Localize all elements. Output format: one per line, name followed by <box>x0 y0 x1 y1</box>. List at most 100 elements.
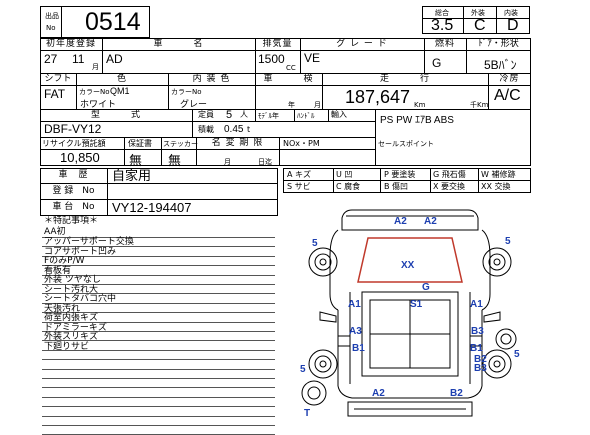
notes-rule-line <box>42 359 275 361</box>
note-item: 外装 ツヤなし <box>44 275 101 285</box>
capacity: 5 <box>226 109 233 121</box>
door-label: ﾄﾞｱ・形状 <box>478 39 519 49</box>
history-label: 車 歴 <box>58 170 89 180</box>
mark-b1-right: B1 <box>470 343 483 354</box>
reg-month-unit: 月 <box>92 63 99 71</box>
recycle: 10,850 <box>60 150 100 165</box>
score-label: 総合 <box>435 9 449 17</box>
interior-label: 内 装 色 <box>192 74 231 84</box>
mark-a2-front-right: A2 <box>424 216 437 227</box>
person-unit: 人 <box>240 110 248 119</box>
legend-xx: XX 交換 <box>481 182 511 191</box>
insp-year-unit: 年 <box>288 101 295 109</box>
disp-label: 排気量 <box>262 39 293 49</box>
legend-u: U 凹 <box>336 170 353 179</box>
nox-label: NOx・PM <box>283 139 320 148</box>
change-label: 名 変 期 限 <box>211 138 264 148</box>
note-item: コアサポート凹み <box>44 247 117 257</box>
int-label: 内装 <box>504 9 518 17</box>
model: DBF-VY12 <box>44 122 102 136</box>
warranty-label: 保証書 <box>128 139 152 148</box>
warranty: 無 <box>129 153 143 168</box>
model-label: 型 式 <box>90 110 141 120</box>
note-item: アッパーサポート交換 <box>44 237 134 247</box>
note-item: AA初 <box>44 227 66 237</box>
history: 自家用 <box>112 168 152 183</box>
change-month-unit: 月 <box>224 158 231 166</box>
note-item: 看板有 <box>44 266 72 276</box>
notes-rule-line <box>42 302 275 304</box>
int-grade: D <box>507 17 519 34</box>
int-color: グレー <box>180 99 208 109</box>
notes-rule-line <box>42 255 275 257</box>
score-box: 総合 外装 内装 3.5 C D <box>422 6 530 34</box>
car-diagram: A2 A2 5 5 XX G A1 S1 A1 A3 B3 B1 B1 5 B2… <box>300 209 520 419</box>
note-item: シートタバコ穴中 <box>44 294 117 304</box>
notes-rule-line <box>42 246 275 248</box>
insp-month-unit: 月 <box>314 101 321 109</box>
notes-rule-line <box>42 331 275 332</box>
thousand-km-unit: 千Km <box>470 101 489 109</box>
note-item: 荷室内張キズ <box>44 313 99 323</box>
notes-rule-line <box>42 425 275 426</box>
notes-rule-line <box>42 349 275 351</box>
cc-unit: CC <box>286 64 296 72</box>
legend-b: B 傷凹 <box>384 182 409 191</box>
lot-box: 出品 No 0514 <box>40 6 150 38</box>
ac: A/C <box>494 87 521 104</box>
notes-rule-line <box>42 284 275 285</box>
notes-rule-line <box>42 340 275 342</box>
grade: VE <box>304 51 321 65</box>
notes-rule-line <box>42 321 275 323</box>
notes-rule-line <box>42 265 275 267</box>
note-item: FのみP/W <box>44 256 85 266</box>
note-item: シート汚れ大 <box>44 285 99 295</box>
car-name: AD <box>106 52 123 66</box>
mark-s1-roof: S1 <box>410 299 423 310</box>
ext-grade: C <box>474 17 486 34</box>
mark-5-rear-left-wheel: 5 <box>300 364 306 375</box>
notes-rule-line <box>42 293 275 295</box>
note-item: ドアミラーキズ <box>44 323 107 333</box>
recycle-label: リサイクル預託額 <box>42 139 106 148</box>
body-type: 5Bﾊﾞﾝ <box>484 58 517 72</box>
color-no-label: カラーNo <box>79 88 110 96</box>
load-label: 積載 <box>198 125 214 134</box>
mark-a1-right: A1 <box>470 299 483 310</box>
note-item: 天張汚れ <box>44 304 81 314</box>
shift-label: シフト <box>44 74 72 84</box>
score-value: 3.5 <box>431 17 454 34</box>
fuel-label: 燃料 <box>434 39 455 49</box>
mark-b2-rear: B2 <box>450 388 463 399</box>
fuel: G <box>432 56 442 70</box>
mark-xx-windshield: XX <box>401 260 415 271</box>
reg-label: 初年度登録 <box>45 39 96 49</box>
mileage-label: 走 行 <box>379 74 430 84</box>
km-unit: Km <box>414 101 426 109</box>
lot-label-bottom: No <box>46 24 56 32</box>
mark-5-front-right-wheel: 5 <box>505 236 511 247</box>
color-no: QM1 <box>110 86 130 96</box>
notes-rule-line <box>42 396 275 398</box>
notes-rule-line <box>42 387 275 389</box>
ton-unit: t <box>247 125 251 134</box>
mark-g-windshield: G <box>422 282 430 293</box>
load: 0.45 <box>224 124 244 135</box>
reg-no-label: 登 録 No <box>52 186 95 196</box>
mark-a2-front-left: A2 <box>394 216 407 227</box>
legend-w: W 補修跡 <box>481 170 516 179</box>
mark-b3-rear-right: B3 <box>474 363 487 374</box>
history-table <box>40 168 278 216</box>
legend-c: C 腐食 <box>336 182 361 191</box>
notes-rule-line <box>42 368 275 370</box>
grade-label: グ レ ー ド <box>336 39 388 49</box>
info-table <box>40 38 531 166</box>
import-label: 輸入 <box>331 110 347 119</box>
mark-b1-left: B1 <box>352 343 365 354</box>
reg-year: 27 <box>44 52 58 66</box>
mark-b2-right: B2 <box>474 354 487 365</box>
displacement: 1500 <box>258 52 285 66</box>
mark-b3-right: B3 <box>471 326 484 337</box>
ac-label: 冷房 <box>499 74 520 84</box>
notes-rule-line <box>42 378 275 379</box>
